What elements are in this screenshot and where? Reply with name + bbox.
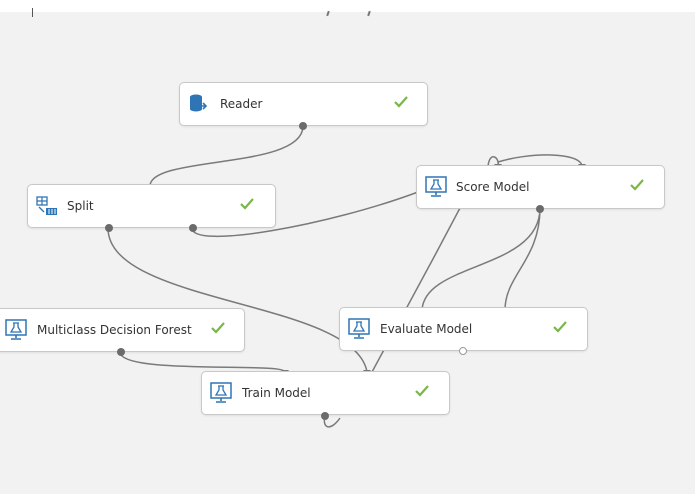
check-icon [210, 320, 226, 336]
wire-score-to-evaluate-left [421, 207, 541, 311]
wire-forest-to-train [119, 351, 286, 373]
wire-train-to-score [371, 207, 461, 373]
output-port[interactable] [117, 348, 125, 356]
database-reader-icon [188, 93, 210, 115]
check-icon [629, 177, 645, 193]
model-monitor-icon [425, 176, 447, 198]
output-port-left[interactable] [105, 224, 113, 232]
wire-score-to-evaluate-right [504, 207, 541, 311]
module-label: Split [67, 199, 94, 213]
check-icon [393, 94, 409, 110]
model-monitor-icon [348, 318, 370, 340]
model-monitor-icon [5, 319, 27, 341]
module-label: Evaluate Model [380, 322, 473, 336]
output-port-unconnected[interactable] [459, 347, 467, 355]
module-multiclass-decision-forest[interactable]: Multiclass Decision Forest [0, 308, 245, 356]
wire-split-to-score-model [191, 191, 419, 237]
module-score-model[interactable]: Score Model [416, 165, 665, 213]
output-port-right[interactable] [189, 224, 197, 232]
module-label: Reader [220, 97, 263, 111]
split-data-icon [36, 195, 58, 217]
module-label: Multiclass Decision Forest [37, 323, 192, 337]
module-split[interactable]: Split [27, 184, 276, 232]
check-icon [552, 319, 568, 335]
output-port[interactable] [299, 122, 307, 130]
output-port[interactable] [321, 412, 329, 420]
text-cursor [32, 8, 33, 17]
module-reader[interactable]: Reader [179, 82, 428, 130]
check-icon [239, 196, 255, 212]
output-port[interactable] [536, 205, 544, 213]
canvas-top-toolbar [0, 0, 695, 17]
module-evaluate-model[interactable]: Evaluate Model [339, 307, 588, 355]
module-train-model[interactable]: Train Model [201, 371, 450, 420]
module-label: Train Model [242, 386, 311, 400]
model-monitor-icon [210, 382, 232, 404]
module-label: Score Model [456, 180, 530, 194]
check-icon [414, 383, 430, 399]
wire-score-loop-right [497, 154, 583, 167]
wire-reader-to-split [149, 125, 304, 187]
